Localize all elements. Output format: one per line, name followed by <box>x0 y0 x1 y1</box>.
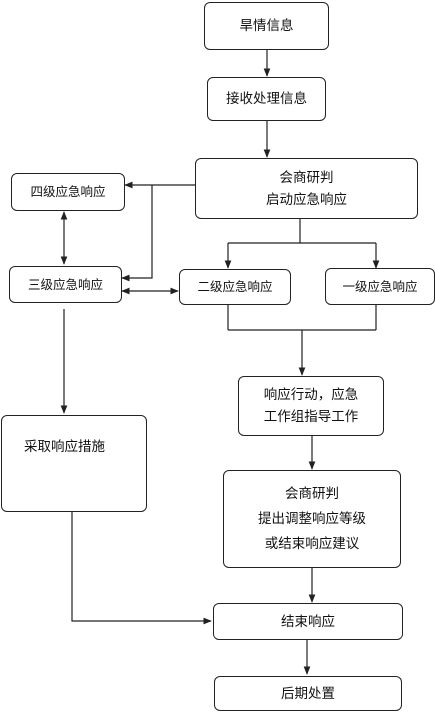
node-consult-start-line1: 会商研判 <box>279 169 334 186</box>
node-action-line1: 响应行动，应急 <box>263 387 359 403</box>
node-disaster-info: 旱情信息 <box>204 2 329 50</box>
node-consult-start-line2: 启动应急响应 <box>266 191 347 208</box>
node-level1-label: 一级应急响应 <box>342 278 418 294</box>
node-receive-info: 接收处理信息 <box>207 77 326 121</box>
node-consult-adjust-line1: 会商研判 <box>285 485 339 502</box>
node-consult-start: 会商研判 启动应急响应 <box>195 158 418 219</box>
node-action-line2: 工作组指导工作 <box>263 409 359 425</box>
node-action: 响应行动，应急 工作组指导工作 <box>238 376 384 436</box>
node-post-disposal-label: 后期处置 <box>281 685 335 702</box>
node-level3-label: 三级应急响应 <box>27 276 103 292</box>
node-take-measures: 采取响应措施 <box>1 415 147 512</box>
node-end-response-label: 结束响应 <box>281 613 335 630</box>
node-take-measures-label: 采取响应措施 <box>24 439 105 455</box>
arrow-measures-to-end <box>71 512 212 625</box>
arrow-consult-to-level3 <box>121 185 153 282</box>
node-level4-label: 四级应急响应 <box>30 184 106 199</box>
node-level3: 三级应急响应 <box>9 266 122 303</box>
node-consult-adjust-line2: 提出调整响应等级 <box>258 510 366 527</box>
node-end-response: 结束响应 <box>213 603 403 640</box>
node-receive-info-label: 接收处理信息 <box>226 91 307 107</box>
node-consult-adjust: 会商研判 提出调整响应等级 或结束响应建议 <box>223 470 401 568</box>
node-consult-adjust-line3: 或结束响应建议 <box>264 535 360 552</box>
node-level1: 一级应急响应 <box>325 268 435 305</box>
node-disaster-info-label: 旱情信息 <box>239 18 294 34</box>
node-level2-label: 二级应急响应 <box>197 279 273 294</box>
node-level2: 二级应急响应 <box>179 269 291 305</box>
node-post-disposal: 后期处置 <box>214 676 402 711</box>
node-level4: 四级应急响应 <box>11 173 125 211</box>
